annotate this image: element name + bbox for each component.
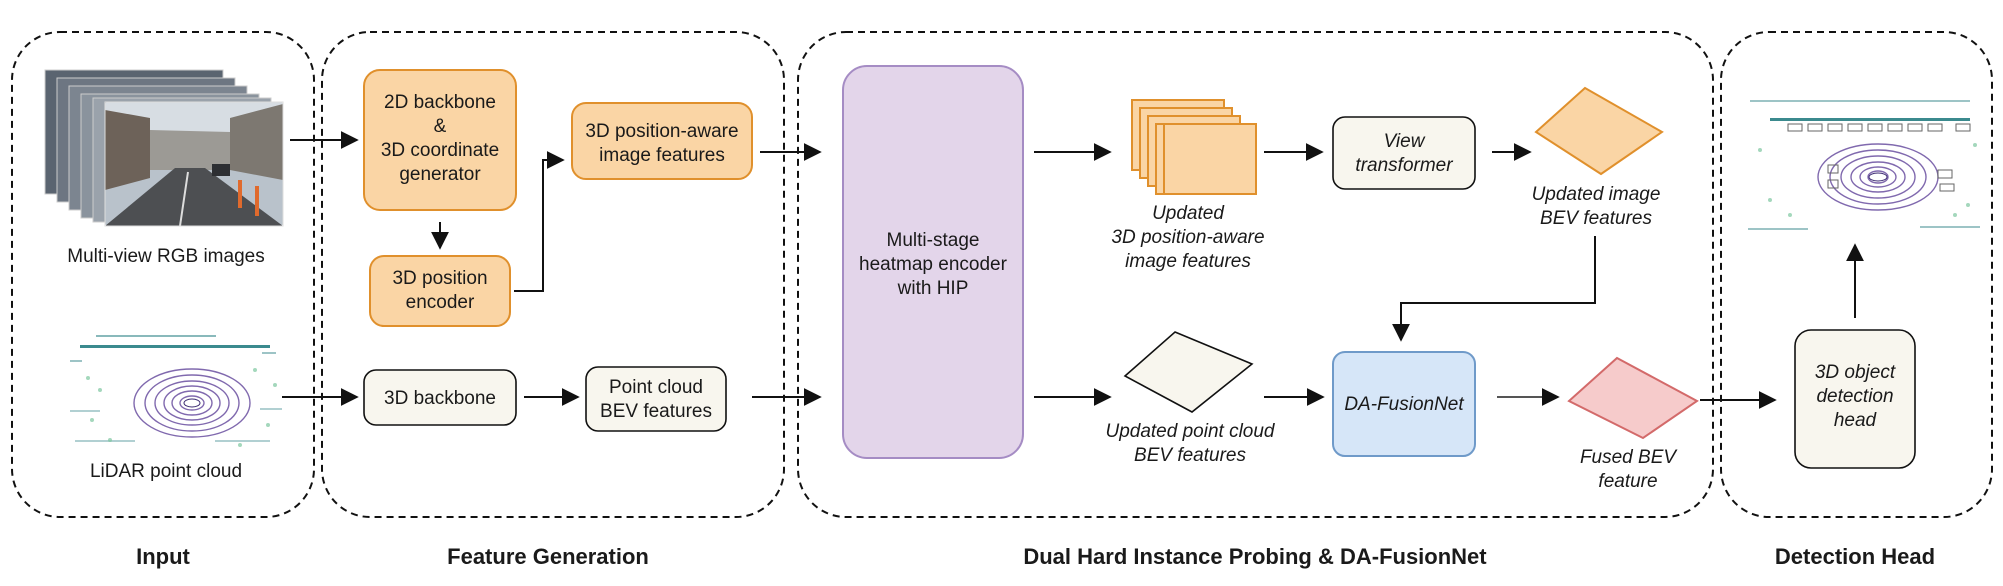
backbone-2d-line-2: &: [434, 116, 447, 137]
backbone-2d-box: [363, 69, 517, 211]
heatmap-encoder-line-2: heatmap encoder: [859, 254, 1008, 275]
detection-head-line-3: head: [1834, 410, 1878, 431]
heatmap-encoder-line-3: with HIP: [897, 278, 969, 299]
view-transformer-line-1: View: [1384, 131, 1426, 152]
rgb-images-stack: [44, 69, 284, 227]
updated-image-bev-line-1: Updated image: [1532, 184, 1661, 205]
detection-head-box: [1794, 329, 1916, 469]
position-aware-line-2: image features: [599, 145, 725, 166]
backbone-2d-line-1: 2D backbone: [384, 92, 496, 113]
fused-bev-diamond: [1567, 356, 1699, 440]
updated-image-bev-diamond: [1534, 86, 1664, 176]
pc-bev-line-2: BEV features: [600, 401, 712, 422]
arrow-image-bev-to-fusionnet: [1392, 236, 1596, 342]
fused-bev-line-2: feature: [1598, 471, 1657, 492]
pc-bev-line-1: Point cloud: [609, 377, 703, 398]
detection-head-section: [1720, 31, 1993, 518]
updated-pc-bev-line-1: Updated point cloud: [1105, 421, 1275, 442]
updated-pc-bev-line-2: BEV features: [1134, 445, 1246, 466]
section-title-feature-generation: Feature Generation: [447, 544, 649, 569]
pc-bev-box: [585, 366, 727, 432]
updated-pc-bev-diamond: [1123, 331, 1254, 413]
heatmap-encoder-line-1: Multi-stage: [887, 230, 980, 251]
detection-output-visualization: [1748, 100, 1980, 230]
position-encoder-box: [369, 255, 511, 327]
backbone-2d-line-3: 3D coordinate: [381, 140, 499, 161]
backbone-3d-box: [363, 369, 517, 426]
detection-head-line-2: detection: [1816, 386, 1893, 407]
position-encoder-line-2: encoder: [406, 292, 475, 313]
heatmap-encoder-box: [842, 65, 1024, 459]
section-title-dual: Dual Hard Instance Probing & DA-FusionNe…: [1023, 544, 1487, 569]
input-section: [11, 31, 315, 518]
view-transformer-box: [1332, 116, 1476, 190]
dual-probing-section: [797, 31, 1714, 518]
section-title-detection: Detection Head: [1775, 544, 1935, 569]
lidar-point-cloud-icon: [70, 335, 282, 447]
fused-bev-line-1: Fused BEV: [1580, 447, 1678, 468]
backbone-3d-label: 3D backbone: [384, 388, 496, 409]
updated-image-features-stack: [1131, 99, 1257, 195]
feature-generation-section: [321, 31, 785, 518]
detection-head-line-1: 3D object: [1815, 362, 1896, 383]
rgb-images-label: Multi-view RGB images: [67, 246, 264, 267]
fusionnet-label: DA-FusionNet: [1344, 394, 1464, 415]
position-encoder-line-1: 3D position: [392, 268, 487, 289]
updated-image-features-line-1: Updated: [1152, 203, 1225, 224]
position-aware-box: [571, 102, 753, 180]
updated-image-features-line-3: image features: [1125, 251, 1251, 272]
arrow-position-encoder-to-aware: [514, 151, 565, 292]
backbone-2d-line-4: generator: [399, 164, 481, 185]
view-transformer-line-2: transformer: [1355, 155, 1453, 176]
section-title-input: Input: [136, 544, 190, 569]
lidar-label: LiDAR point cloud: [90, 461, 242, 482]
updated-image-bev-line-2: BEV features: [1540, 208, 1652, 229]
updated-image-features-line-2: 3D position-aware: [1111, 227, 1264, 248]
position-aware-line-1: 3D position-aware: [585, 121, 738, 142]
fusionnet-box: [1332, 351, 1476, 457]
